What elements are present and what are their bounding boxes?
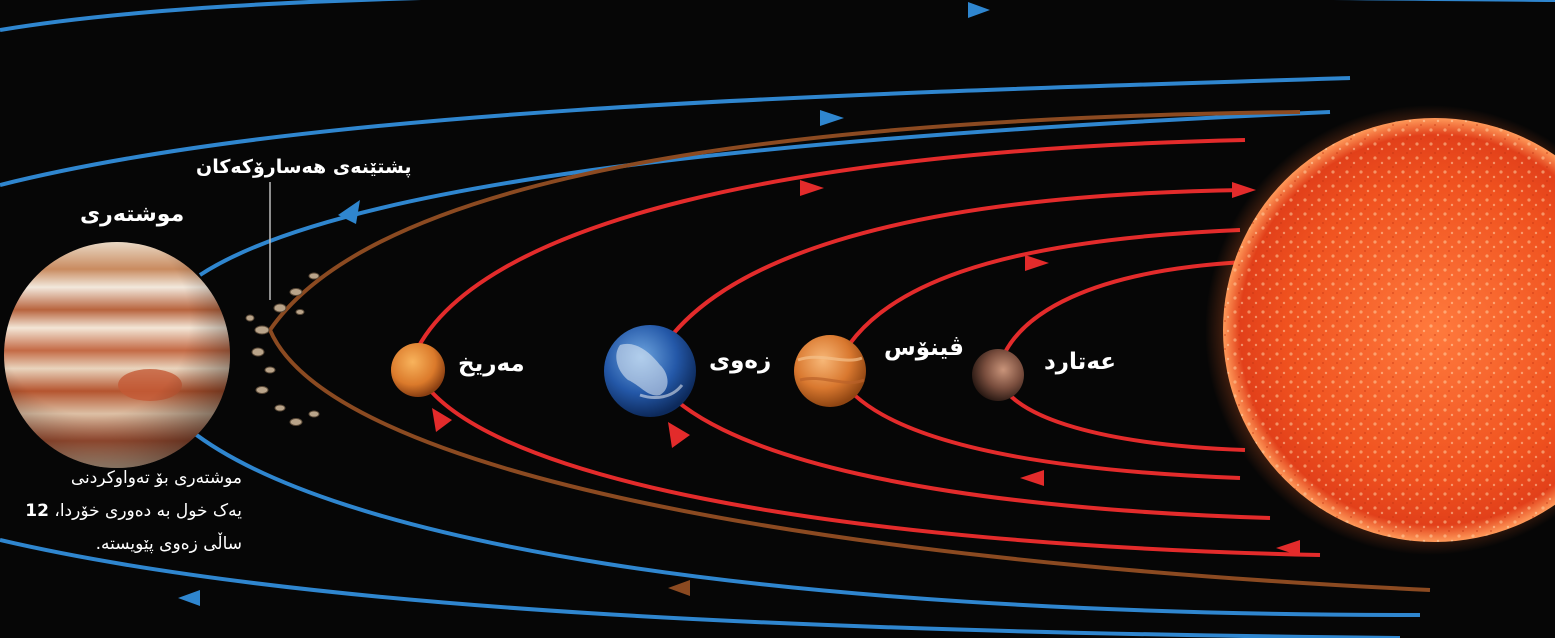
jupiter-caption: موشتەری بۆ تەواوکردنی یەک خول بە دەوری خ…	[6, 462, 242, 561]
mars-label: مەریخ	[458, 351, 525, 377]
asteroid-belt-orbit	[267, 110, 1431, 592]
jupiter-label: موشتەری	[80, 202, 185, 227]
asteroids	[245, 272, 320, 426]
outer-orbit-top-2	[0, 76, 1351, 187]
caption-line-1: موشتەری بۆ تەواوکردنی	[70, 468, 242, 488]
outer-orbit-top-1	[0, 0, 1555, 32]
caption-line-2-text: یەک خول بە دەوری خۆردا،	[54, 501, 242, 521]
outer-orbit-bottom-1	[0, 538, 1401, 638]
venus-label: ڤینۆس	[884, 335, 964, 361]
asteroid-belt-label: پشتێنەی هەسارۆکەکان	[196, 156, 412, 178]
earth	[604, 325, 696, 417]
caption-line-3: ساڵی زەوی پێویستە.	[95, 534, 242, 554]
venus	[794, 335, 866, 407]
jupiter	[4, 242, 230, 468]
caption-years-number: 12	[25, 501, 49, 521]
sun	[1205, 105, 1555, 555]
earth-label: زەوی	[709, 348, 772, 374]
mercury-label: عەتارد	[1044, 349, 1116, 375]
jupiter-orbit	[188, 110, 1421, 617]
mercury	[972, 349, 1024, 401]
caption-line-2: یەک خول بە دەوری خۆردا، 12	[6, 495, 242, 528]
mars-orbit	[409, 138, 1321, 557]
orbit-arrows	[178, 2, 1300, 606]
mars	[391, 343, 445, 397]
